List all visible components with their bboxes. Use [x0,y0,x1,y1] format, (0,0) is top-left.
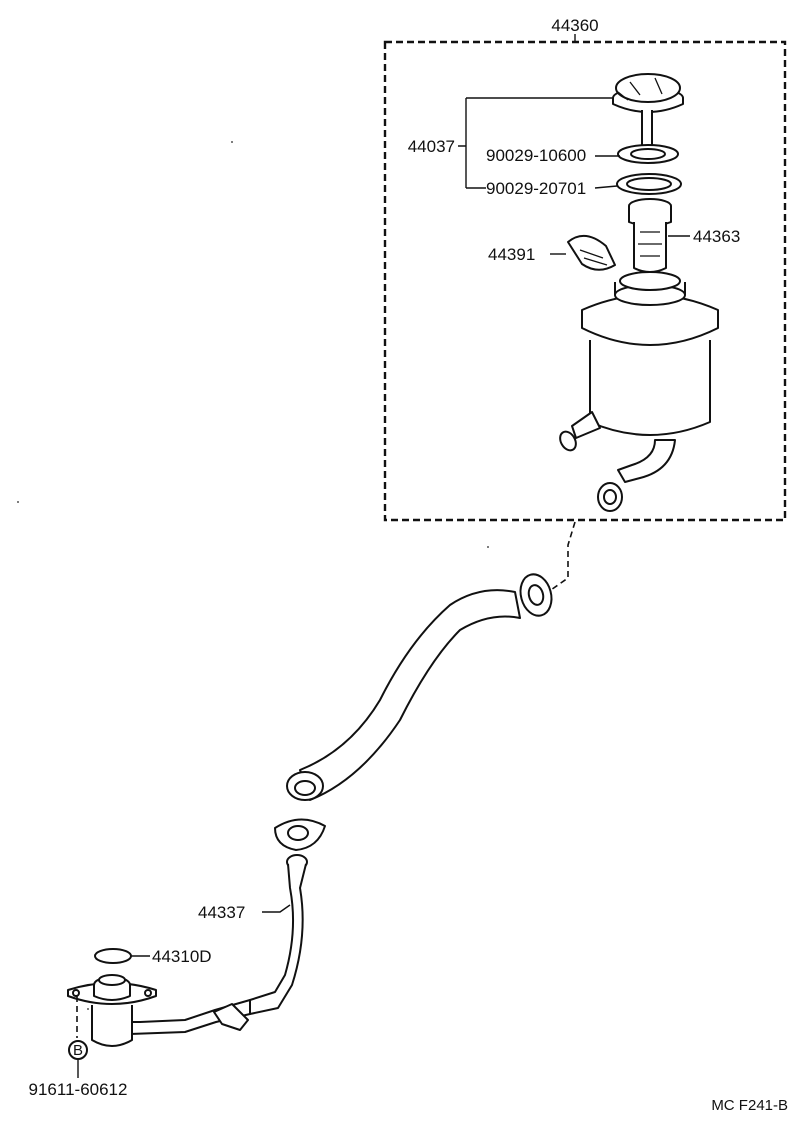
label-cap-assembly: 44037 [408,137,455,156]
reservoir-cap [612,73,684,149]
assembly-leader [547,521,576,593]
filler-neck [628,198,672,273]
cap-assembly-leader [458,97,612,189]
reservoir-tank [559,271,719,512]
label-gasket-upper: 90029-10600 [486,146,586,165]
gasket-lower-leader [594,185,618,189]
footer-code: MC F241-B [711,1097,788,1114]
bolt-marker: B [73,1042,83,1059]
hose-clamp-upper [519,573,553,617]
o-ring [94,948,132,964]
label-assembly: 44360 [551,16,598,35]
label-filler-neck: 44363 [693,227,740,246]
label-gasket-lower: 90029-20701 [486,179,586,198]
label-tag-number: 44391 [488,245,535,264]
label-o-ring: 44310D [152,947,212,966]
hose-clamp-lower [274,818,326,851]
label-tag [567,235,616,271]
return-pipe [129,854,308,1035]
assembly-boundary [383,34,787,522]
gasket-upper [617,144,679,164]
return-hose [286,589,521,801]
pump-union [67,974,157,1047]
label-bolt: 91611-60612 [29,1080,128,1099]
gasket-lower [616,173,682,195]
label-pipe: 44337 [198,903,245,922]
pipe-leader [262,904,291,913]
scan-specks [17,141,489,1010]
